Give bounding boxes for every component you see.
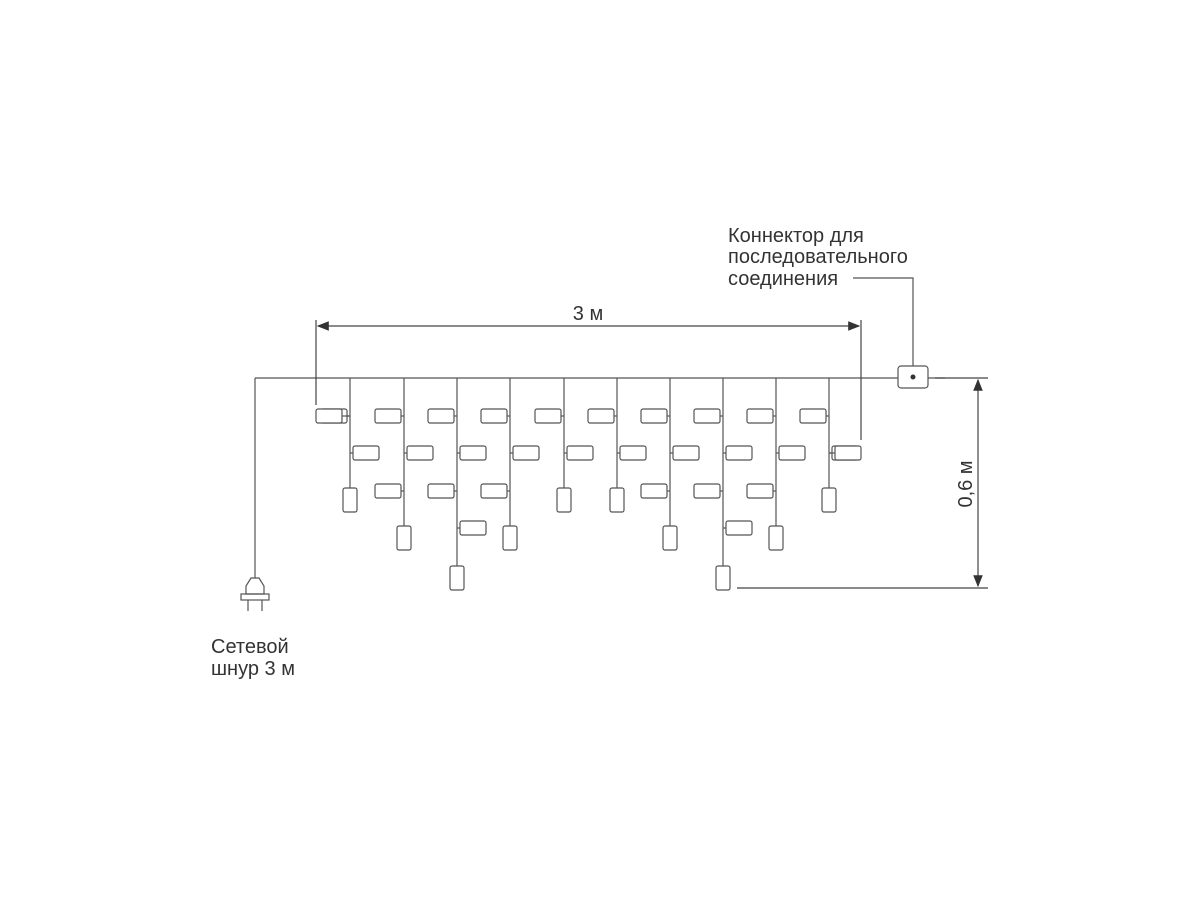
led-bulb bbox=[672, 445, 700, 461]
connector-caption-line-3: соединения bbox=[728, 268, 838, 290]
led-bulb bbox=[556, 487, 572, 513]
led-bulb bbox=[374, 408, 402, 424]
icicle-strands bbox=[315, 378, 862, 591]
icicle-strand bbox=[315, 408, 350, 424]
led-bulb bbox=[746, 408, 774, 424]
led-bulb bbox=[480, 483, 508, 499]
led-bulb bbox=[715, 565, 731, 591]
led-bulb bbox=[374, 483, 402, 499]
power-cord-caption-line-1: Сетевой bbox=[211, 636, 289, 658]
led-bulb bbox=[427, 408, 455, 424]
led-bulb bbox=[459, 445, 487, 461]
led-bulb bbox=[799, 408, 827, 424]
led-bulb bbox=[768, 525, 784, 551]
icicle-strand bbox=[480, 378, 540, 551]
icicle-strand bbox=[374, 378, 434, 551]
led-bulb bbox=[834, 445, 862, 461]
led-bulb bbox=[746, 483, 774, 499]
led-bulb bbox=[725, 445, 753, 461]
led-bulb bbox=[619, 445, 647, 461]
width-label: 3 м bbox=[573, 303, 603, 325]
icicle-strand bbox=[320, 378, 380, 513]
led-bulb bbox=[315, 408, 343, 424]
led-bulb bbox=[352, 445, 380, 461]
icicle-strand bbox=[829, 445, 862, 461]
icicle-strand bbox=[534, 378, 594, 513]
led-bulb bbox=[778, 445, 806, 461]
icicle-strand bbox=[640, 378, 700, 551]
height-dimension bbox=[737, 377, 988, 589]
led-bulb bbox=[587, 408, 615, 424]
led-bulb bbox=[693, 408, 721, 424]
icicle-strand bbox=[746, 378, 806, 551]
power-cord-caption: Сетевой шнур 3 м bbox=[211, 636, 295, 680]
icicle-strand bbox=[799, 378, 859, 513]
led-bulb bbox=[480, 408, 508, 424]
icicle-strand bbox=[693, 378, 753, 591]
led-bulb bbox=[512, 445, 540, 461]
led-bulb bbox=[342, 487, 358, 513]
connector-box-icon bbox=[897, 365, 929, 389]
led-bulb bbox=[693, 483, 721, 499]
led-bulb bbox=[725, 520, 753, 536]
led-bulb bbox=[502, 525, 518, 551]
icicle-strand bbox=[427, 378, 487, 591]
led-bulb bbox=[449, 565, 465, 591]
height-label: 0,6 м bbox=[955, 460, 977, 507]
led-bulb bbox=[534, 408, 562, 424]
led-bulb bbox=[396, 525, 412, 551]
width-dimension bbox=[315, 320, 862, 440]
led-bulb bbox=[406, 445, 434, 461]
led-bulb bbox=[640, 408, 668, 424]
led-bulb bbox=[566, 445, 594, 461]
connector-caption: Коннектор для последовательного соединен… bbox=[728, 225, 908, 290]
power-cord-caption-line-2: шнур 3 м bbox=[211, 658, 295, 680]
led-bulb bbox=[662, 525, 678, 551]
led-bulb bbox=[459, 520, 487, 536]
connector-caption-line-1: Коннектор для bbox=[728, 225, 864, 247]
led-bulb bbox=[640, 483, 668, 499]
icicle-strand bbox=[587, 378, 647, 513]
led-bulb bbox=[821, 487, 837, 513]
led-bulb bbox=[427, 483, 455, 499]
led-bulb bbox=[609, 487, 625, 513]
plug-icon bbox=[240, 577, 270, 611]
connector-caption-line-2: последовательного bbox=[728, 246, 908, 268]
connector-leader bbox=[853, 277, 914, 366]
